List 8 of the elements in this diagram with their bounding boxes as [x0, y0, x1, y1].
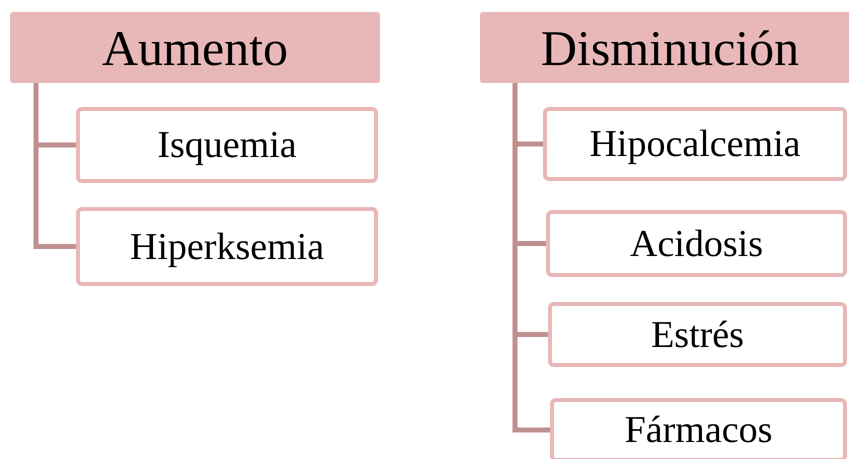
- item-box: Acidosis: [546, 210, 847, 277]
- item-box: Estrés: [548, 302, 847, 367]
- category-header: Disminución: [480, 12, 849, 83]
- item-box: Hiperksemia: [76, 207, 378, 286]
- item-box: Hipocalcemia: [543, 107, 847, 181]
- category-header: Aumento: [10, 12, 380, 83]
- item-box: Fármacos: [550, 398, 847, 459]
- item-box: Isquemia: [76, 107, 378, 183]
